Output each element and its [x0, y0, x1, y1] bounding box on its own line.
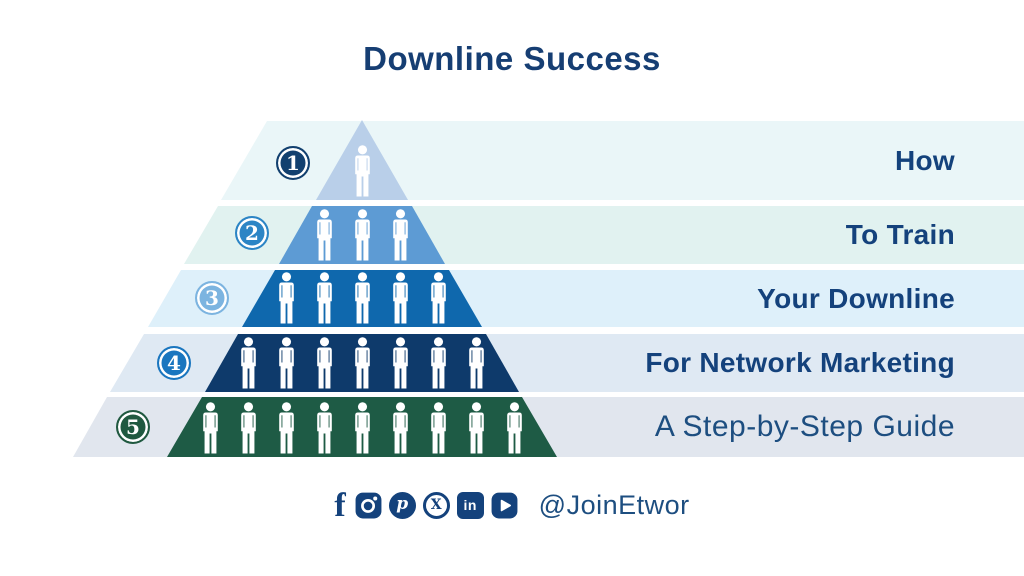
- person-icon: [278, 272, 294, 324]
- person-icon: [316, 337, 332, 389]
- level-1-label: How: [894, 144, 955, 176]
- social-handle: @JoinEtwor: [538, 489, 690, 520]
- person-icon: [430, 272, 446, 324]
- level-2-people: [0, 209, 724, 261]
- person-icon: [392, 402, 408, 454]
- person-icon: [392, 272, 408, 324]
- person-icon: [354, 145, 370, 197]
- level-3-label: Your Downline: [757, 282, 955, 314]
- level-1-people: [0, 145, 724, 197]
- person-icon: [354, 209, 370, 261]
- instagram-icon[interactable]: [355, 492, 382, 519]
- person-icon: [240, 337, 256, 389]
- level-3-number-badge: 3: [195, 281, 229, 315]
- x-icon[interactable]: X: [422, 491, 450, 519]
- pinterest-icon[interactable]: p: [388, 491, 416, 519]
- person-icon: [316, 209, 332, 261]
- person-icon: [392, 337, 408, 389]
- person-icon: [468, 337, 484, 389]
- level-2-number-badge: 2: [235, 216, 269, 250]
- person-icon: [278, 337, 294, 389]
- person-icon: [430, 402, 446, 454]
- level-2-label: To Train: [845, 219, 955, 250]
- person-icon: [354, 337, 370, 389]
- linkedin-icon[interactable]: in: [456, 491, 484, 519]
- person-icon: [354, 402, 370, 454]
- page-title: Downline Success: [363, 40, 661, 77]
- person-icon: [392, 209, 408, 261]
- person-icon: [354, 272, 370, 324]
- level-4-label: For Network Marketing: [645, 347, 955, 378]
- person-icon: [202, 402, 218, 454]
- level-5-number-badge: 5: [116, 410, 150, 444]
- level-3-people: [0, 272, 724, 324]
- level-4-people: [0, 337, 724, 389]
- footer-social-row: f p X in @JoinEtwor: [0, 488, 1024, 522]
- person-icon: [468, 402, 484, 454]
- youtube-icon[interactable]: [491, 492, 518, 519]
- person-icon: [506, 402, 522, 454]
- level-5-label: A Step-by-Step Guide: [654, 410, 955, 443]
- person-icon: [430, 337, 446, 389]
- person-icon: [316, 272, 332, 324]
- person-icon: [278, 402, 294, 454]
- level-4-number-badge: 4: [157, 346, 191, 380]
- level-5-people: [0, 402, 724, 454]
- person-icon: [240, 402, 256, 454]
- person-icon: [316, 402, 332, 454]
- level-1-number-badge: 1: [276, 146, 310, 180]
- facebook-icon[interactable]: f: [334, 486, 346, 524]
